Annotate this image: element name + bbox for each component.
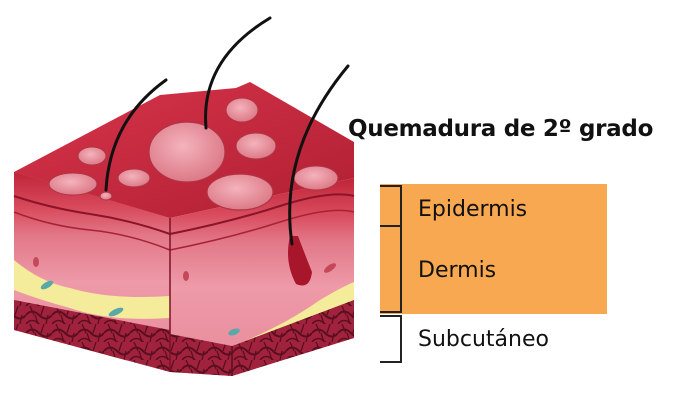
- label-subcutaneous: Subcutáneo: [418, 327, 549, 352]
- label-dermis: Dermis: [418, 258, 496, 283]
- label-epidermis: Epidermis: [418, 197, 527, 222]
- layer-brackets: [380, 186, 401, 362]
- diagram-title: Quemadura de 2º grado: [348, 116, 698, 142]
